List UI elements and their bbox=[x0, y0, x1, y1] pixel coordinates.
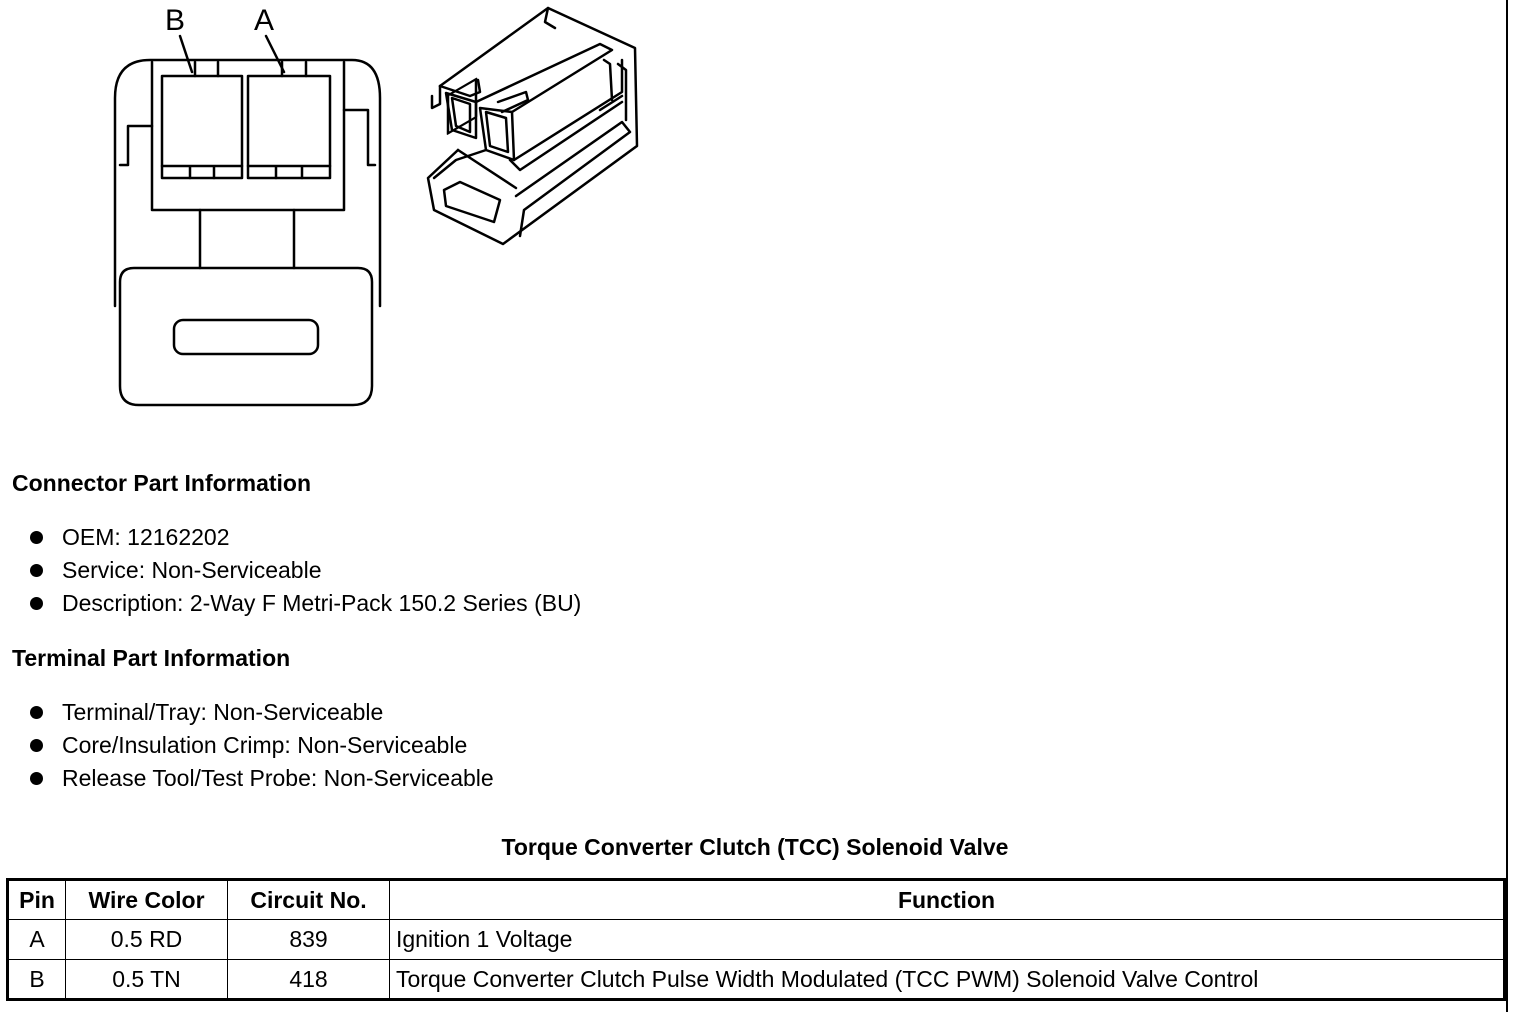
column-header-wire-color: Wire Color bbox=[65, 879, 228, 920]
cell-function: Torque Converter Clutch Pulse Width Modu… bbox=[389, 959, 1505, 1000]
cell-wire-color: 0.5 RD bbox=[65, 919, 228, 960]
pin-label-a: A bbox=[254, 4, 274, 37]
page-right-border bbox=[1506, 0, 1508, 1012]
pinout-table: Pin Wire Color Circuit No. Function A 0.… bbox=[6, 878, 1506, 1001]
cell-function: Ignition 1 Voltage bbox=[389, 919, 1505, 960]
table-title: Torque Converter Clutch (TCC) Solenoid V… bbox=[501, 834, 1009, 860]
list-item: Terminal/Tray: Non-Serviceable bbox=[28, 696, 494, 729]
list-item: OEM: 12162202 bbox=[28, 521, 581, 554]
list-item: Core/Insulation Crimp: Non-Serviceable bbox=[28, 729, 494, 762]
table-header-row: Pin Wire Color Circuit No. Function bbox=[7, 879, 1505, 920]
column-header-circuit-no: Circuit No. bbox=[227, 879, 390, 920]
terminal-info-heading: Terminal Part Information bbox=[12, 645, 291, 671]
cell-wire-color: 0.5 TN bbox=[65, 959, 228, 1000]
connector-face-view bbox=[113, 34, 382, 407]
table-row: A 0.5 RD 839 Ignition 1 Voltage bbox=[7, 919, 1505, 960]
cell-pin: A bbox=[7, 919, 66, 960]
list-item: Release Tool/Test Probe: Non-Serviceable bbox=[28, 762, 494, 795]
connector-isometric-view bbox=[426, 6, 639, 246]
column-header-pin: Pin bbox=[7, 879, 66, 920]
connector-info-heading: Connector Part Information bbox=[12, 470, 312, 496]
terminal-info-list: Terminal/Tray: Non-Serviceable Core/Insu… bbox=[28, 696, 494, 795]
list-item: Service: Non-Serviceable bbox=[28, 554, 581, 587]
table-row: B 0.5 TN 418 Torque Converter Clutch Pul… bbox=[7, 959, 1505, 1000]
cell-circuit-no: 418 bbox=[227, 959, 390, 1000]
column-header-function: Function bbox=[389, 879, 1505, 920]
connector-info-list: OEM: 12162202 Service: Non-Serviceable D… bbox=[28, 521, 581, 620]
cell-pin: B bbox=[7, 959, 66, 1000]
cell-circuit-no: 839 bbox=[227, 919, 390, 960]
connector-diagram: B A bbox=[113, 4, 639, 407]
list-item: Description: 2-Way F Metri-Pack 150.2 Se… bbox=[28, 587, 581, 620]
pin-label-b: B bbox=[165, 4, 185, 37]
